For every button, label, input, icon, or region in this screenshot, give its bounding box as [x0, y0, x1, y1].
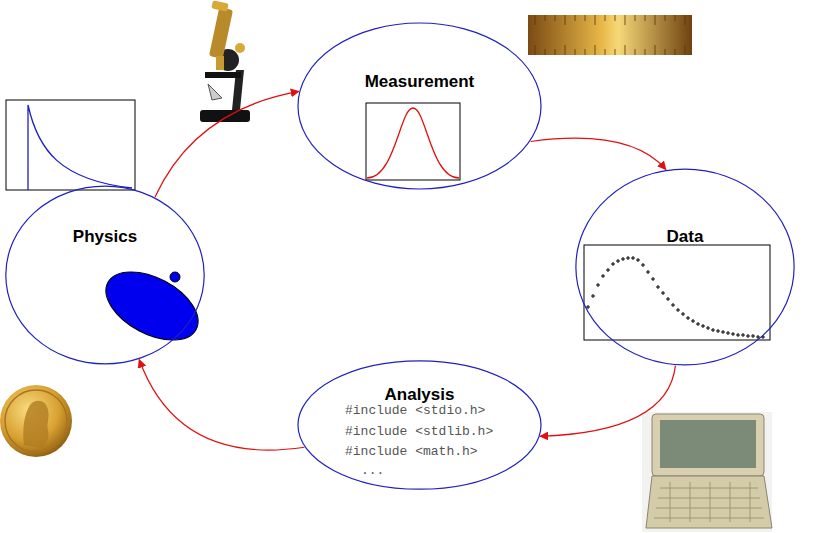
microscope-picture — [200, 0, 250, 122]
node-heading: Analysis — [297, 385, 542, 405]
cycle-arrow — [155, 91, 299, 197]
ellipse-outline — [5, 185, 205, 365]
orbit-picture — [95, 258, 210, 354]
ellipse-outline — [575, 168, 795, 366]
ellipse-node: Physics — [5, 185, 205, 365]
node-heading: Measurement — [297, 72, 542, 92]
node-heading: Physics — [5, 227, 205, 247]
ellipse-outline — [297, 22, 542, 190]
node-heading: Data — [575, 227, 795, 247]
code-line: #include <stdlib.h> — [345, 422, 493, 442]
cycle-arrow — [139, 360, 304, 450]
cycle-arrow — [540, 366, 675, 437]
laptop-picture — [642, 412, 772, 532]
ellipse-node: Measurement — [297, 22, 542, 190]
decay-plot — [6, 100, 135, 190]
code-line: #include <stdio.h> — [345, 401, 485, 421]
ellipse-node: Data — [575, 168, 795, 366]
code-line: ... — [361, 461, 384, 481]
ellipse-node: Analysis#include <stdio.h>#include <stdl… — [297, 360, 542, 490]
gaussian-plot — [366, 103, 460, 180]
cycle-arrow — [531, 138, 666, 169]
ruler-picture — [528, 15, 692, 55]
code-line: #include <math.h> — [345, 442, 478, 462]
data-plot — [584, 245, 770, 340]
medal-picture — [0, 385, 72, 457]
